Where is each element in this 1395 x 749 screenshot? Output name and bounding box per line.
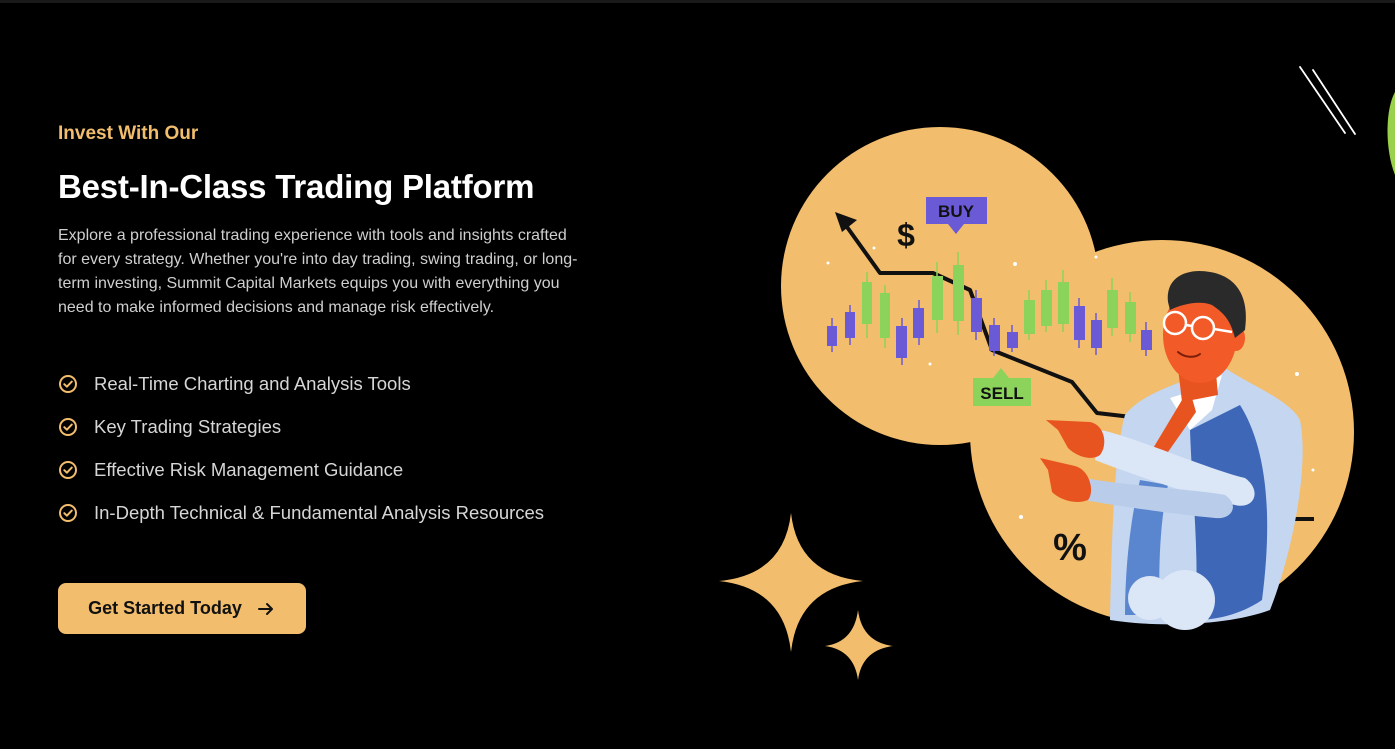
hero-description: Explore a professional trading experienc… bbox=[58, 227, 578, 316]
face bbox=[1163, 287, 1237, 383]
get-started-button[interactable]: Get Started Today bbox=[58, 583, 306, 634]
glasses-icon bbox=[1162, 310, 1233, 341]
sell-tag: SELL bbox=[973, 368, 1031, 406]
dollar-icon: $ bbox=[897, 217, 915, 253]
arrow-right-icon bbox=[257, 602, 273, 615]
green-leaf-edge bbox=[1387, 92, 1395, 175]
candlestick-chart bbox=[827, 252, 1152, 365]
trader-character bbox=[1040, 270, 1303, 630]
confetti-dots bbox=[826, 246, 1315, 519]
feature-label: Effective Risk Management Guidance bbox=[94, 459, 404, 480]
check-circle-icon bbox=[59, 417, 77, 436]
pointing-hand-upper bbox=[1046, 420, 1105, 458]
feature-item: Key Trading Strategies bbox=[58, 413, 578, 440]
get-started-label: Get Started Today bbox=[88, 598, 242, 618]
feature-label: Key Trading Strategies bbox=[94, 416, 282, 437]
feature-item: Real-Time Charting and Analysis Tools bbox=[58, 370, 578, 397]
trading-illustration: BUY SELL $ % bbox=[719, 66, 1395, 680]
hair bbox=[1167, 270, 1246, 338]
check-circle-icon bbox=[59, 374, 77, 393]
buy-label: BUY bbox=[938, 202, 975, 221]
percent-icon: % bbox=[1053, 527, 1087, 569]
pointing-hand-lower bbox=[1040, 458, 1092, 503]
check-circle-icon bbox=[59, 460, 77, 479]
lower-arm bbox=[1085, 478, 1233, 519]
feature-list: Real-Time Charting and Analysis Tools Ke… bbox=[58, 370, 578, 542]
hero-eyebrow: Invest With Our bbox=[58, 123, 199, 144]
upper-arm bbox=[1095, 430, 1255, 506]
buy-tag: BUY bbox=[926, 197, 987, 234]
feature-item: In-Depth Technical & Fundamental Analysi… bbox=[58, 499, 578, 526]
large-sparkle bbox=[719, 513, 863, 652]
trend-arrow-icon bbox=[835, 212, 857, 232]
feature-item: Effective Risk Management Guidance bbox=[58, 456, 578, 483]
feature-label: Real-Time Charting and Analysis Tools bbox=[94, 373, 411, 394]
scribble-lines bbox=[1299, 66, 1356, 135]
sell-label: SELL bbox=[980, 384, 1023, 403]
check-circle-icon bbox=[59, 503, 77, 522]
feature-label: In-Depth Technical & Fundamental Analysi… bbox=[94, 502, 545, 523]
small-sparkle bbox=[825, 610, 893, 680]
tie bbox=[1152, 398, 1196, 452]
top-border bbox=[0, 0, 1395, 3]
hero-title: Best-In-Class Trading Platform bbox=[58, 168, 535, 205]
